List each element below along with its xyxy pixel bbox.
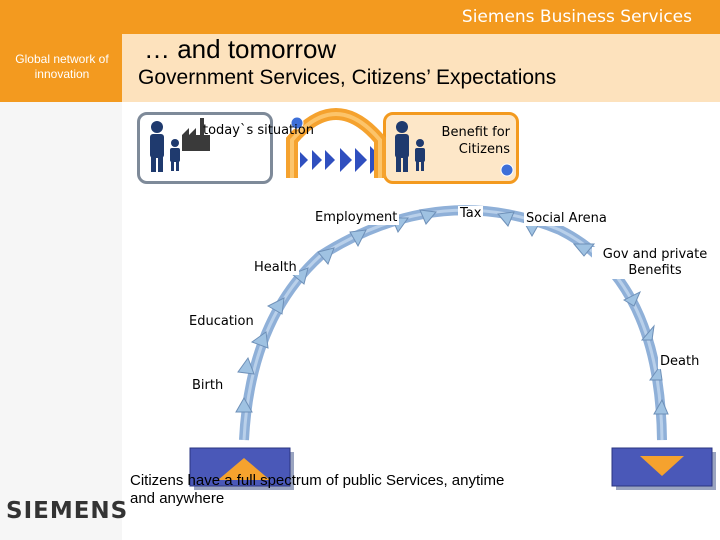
arc-arrowheads <box>235 209 669 415</box>
stage-gov-benefits: Gov and private Benefits <box>592 247 718 279</box>
sidebar-tagline-panel: Global network of innovation <box>0 34 122 102</box>
stage-social-arena: Social Arena <box>524 211 609 226</box>
header-band <box>122 34 720 102</box>
brand-title: Siemens Business Services <box>461 7 692 27</box>
person-icon <box>150 121 164 172</box>
benefit-label: Benefit for Citizens <box>441 125 510 157</box>
person-icon <box>415 139 425 171</box>
stage-health: Health <box>252 260 299 275</box>
page-subtitle: Government Services, Citizens’ Expectati… <box>138 66 557 89</box>
page-title: … and tomorrow <box>144 34 337 64</box>
person-icon <box>170 139 180 171</box>
factory-icon <box>182 118 210 151</box>
sidebar-tagline: Global network of innovation <box>15 52 109 81</box>
death-base-box <box>611 447 716 490</box>
lifecycle-arc <box>239 205 667 441</box>
person-icon <box>395 121 409 172</box>
sidebar-strip <box>0 102 122 540</box>
gate-arch-icon <box>286 108 514 178</box>
stage-tax: Tax <box>458 206 484 221</box>
birth-base-box <box>189 447 294 490</box>
stage-education: Education <box>187 314 256 329</box>
stage-birth: Birth <box>190 378 226 393</box>
stage-death: Death <box>658 354 702 369</box>
today-situation-label: today`s situation <box>203 123 314 138</box>
caption: Citizens have a full spectrum of public … <box>130 472 505 507</box>
arrow-chevron-icon <box>290 146 384 174</box>
top-banner: Siemens Business Services <box>0 0 720 34</box>
siemens-logo: SIEMENS <box>6 498 129 524</box>
stage-employment: Employment <box>313 210 400 225</box>
